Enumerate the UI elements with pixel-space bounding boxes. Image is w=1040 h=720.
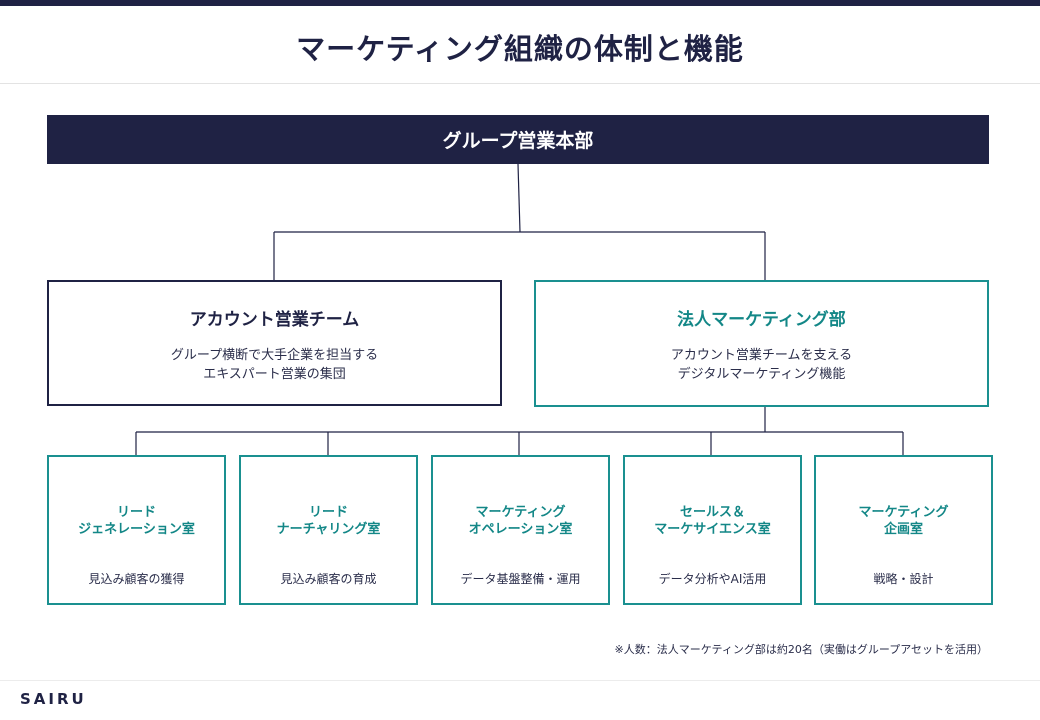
sub-unit-title: リード ナーチャリング室 <box>241 504 416 538</box>
sairu-logo: SAIRU <box>20 690 87 708</box>
group-sales-hq-box: グループ営業本部 <box>47 115 989 164</box>
top-accent-bar <box>0 0 1040 6</box>
sub-unit-title-line2: オペレーション室 <box>468 522 573 537</box>
marketing-dept-box: 法人マーケティング部 アカウント営業チームを支える デジタルマーケティング機能 <box>534 280 989 407</box>
footer-divider <box>0 680 1040 681</box>
sub-unit-title-line1: マーケティング <box>475 505 566 520</box>
sub-unit-marketing-planning: マーケティング 企画室 戦略・設計 <box>814 455 993 605</box>
sub-unit-desc: 見込み顧客の育成 <box>280 572 377 586</box>
page-title: マーケティング組織の体制と機能 <box>296 32 744 66</box>
marketing-dept-desc-line1: アカウント営業チームを支える <box>670 348 853 363</box>
account-team-desc-line1: グループ横断で大手企業を担当する <box>170 348 379 363</box>
sub-unit-desc: 戦略・設計 <box>873 572 934 586</box>
account-team-desc: グループ横断で大手企業を担当する エキスパート営業の集団 <box>49 346 500 384</box>
sub-unit-title: マーケティング オペレーション室 <box>433 504 608 538</box>
sub-unit-desc: データ分析やAI活用 <box>658 572 767 586</box>
sub-unit-lead-generation: リード ジェネレーション室 見込み顧客の獲得 <box>47 455 226 605</box>
sub-unit-title-line2: ジェネレーション室 <box>78 522 195 537</box>
sub-unit-title-line2: 企画室 <box>883 522 923 537</box>
sub-unit-marketing-operations: マーケティング オペレーション室 データ基盤整備・運用 <box>431 455 610 605</box>
sub-unit-title: リード ジェネレーション室 <box>49 504 224 538</box>
sub-unit-title-line1: リード <box>308 505 348 520</box>
sub-unit-sales-marketing-science: セールス＆ マーケサイエンス室 データ分析やAI活用 <box>623 455 802 605</box>
hq-label: グループ営業本部 <box>442 130 594 152</box>
title-divider <box>0 83 1040 84</box>
sub-unit-title-line2: ナーチャリング室 <box>276 522 381 537</box>
sub-unit-title-line1: マーケティング <box>858 505 949 520</box>
account-team-box: アカウント営業チーム グループ横断で大手企業を担当する エキスパート営業の集団 <box>47 280 502 406</box>
sub-unit-title: セールス＆ マーケサイエンス室 <box>625 504 800 538</box>
sub-unit-desc: 見込み顧客の獲得 <box>88 572 185 586</box>
sub-unit-title-line1: セールス＆ <box>679 505 745 520</box>
marketing-dept-desc: アカウント営業チームを支える デジタルマーケティング機能 <box>536 346 987 384</box>
sub-unit-title: マーケティング 企画室 <box>816 504 991 538</box>
sub-unit-title-line1: リード <box>116 505 156 520</box>
account-team-title: アカウント営業チーム <box>189 310 360 330</box>
sub-unit-title-line2: マーケサイエンス室 <box>654 522 771 537</box>
sub-unit-lead-nurturing: リード ナーチャリング室 見込み顧客の育成 <box>239 455 418 605</box>
marketing-dept-title: 法人マーケティング部 <box>677 310 846 330</box>
marketing-dept-desc-line2: デジタルマーケティング機能 <box>677 367 846 382</box>
connector-hq-down <box>517 163 521 233</box>
headcount-footnote: ※人数：法人マーケティング部は約20名（実働はグループアセットを活用） <box>614 643 988 656</box>
sub-unit-desc: データ基盤整備・運用 <box>460 572 581 586</box>
account-team-desc-line2: エキスパート営業の集団 <box>203 367 346 382</box>
